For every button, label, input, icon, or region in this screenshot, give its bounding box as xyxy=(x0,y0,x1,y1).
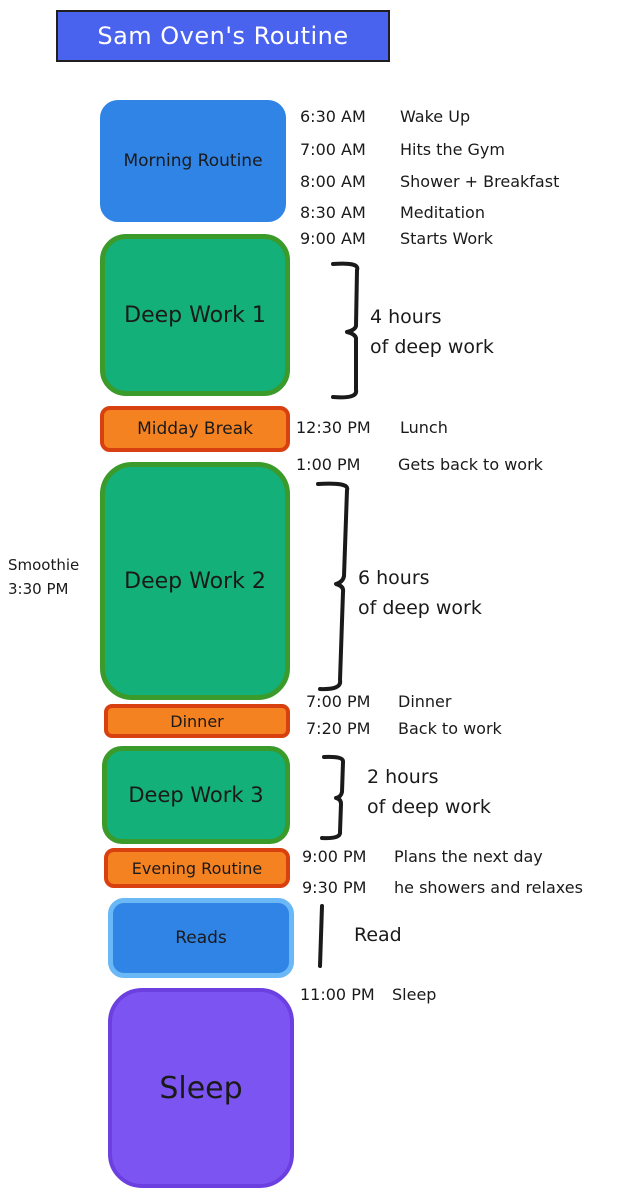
sleep-label: Sleep xyxy=(159,1070,243,1106)
schedule-time: 7:00 PM xyxy=(306,692,371,711)
schedule-time: 8:30 AM xyxy=(300,203,366,222)
dinner-block: Dinner xyxy=(104,704,290,738)
schedule-activity: Gets back to work xyxy=(398,455,543,474)
schedule-activity: Sleep xyxy=(392,985,437,1004)
note-line: of deep work xyxy=(370,336,494,358)
deep-work-2-block: Deep Work 2 xyxy=(100,462,290,700)
schedule-time: 8:00 AM xyxy=(300,172,366,191)
deep-work-3-block: Deep Work 3 xyxy=(102,746,290,844)
schedule-activity: Lunch xyxy=(400,418,448,437)
deep-work-1-label: Deep Work 1 xyxy=(124,302,266,328)
sleep-block: Sleep xyxy=(108,988,294,1188)
bracket-deep-work-2 xyxy=(316,481,350,692)
schedule-activity: Plans the next day xyxy=(394,847,543,866)
schedule-activity: Starts Work xyxy=(400,229,494,248)
schedule-activity: Meditation xyxy=(400,203,485,222)
schedule-activity: Dinner xyxy=(398,692,452,711)
bracket-deep-work-3 xyxy=(320,754,345,841)
schedule-time: 9:00 PM xyxy=(302,847,367,866)
schedule-time: 1:00 PM xyxy=(296,455,361,474)
morning-routine-block: Morning Routine xyxy=(100,100,286,222)
deep-work-2-label: Deep Work 2 xyxy=(124,568,266,594)
dinner-label: Dinner xyxy=(170,711,224,731)
schedule-activity: Back to work xyxy=(398,719,502,738)
bracket-deep-work-1 xyxy=(331,261,360,400)
deep-work-2-note: 6 hours of deep work xyxy=(358,563,482,623)
midday-break-block: Midday Break xyxy=(100,406,290,452)
schedule-activity: he showers and relaxes xyxy=(394,878,583,897)
schedule-time: 12:30 PM xyxy=(296,418,371,437)
deep-work-3-label: Deep Work 3 xyxy=(128,783,264,807)
reads-block: Reads xyxy=(108,898,294,978)
reads-label: Reads xyxy=(175,928,227,948)
schedule-activity: Wake Up xyxy=(400,107,471,126)
bracket-read xyxy=(318,904,324,968)
schedule-activity: Shower + Breakfast xyxy=(400,172,560,191)
page-title: Sam Oven's Routine xyxy=(56,10,390,62)
side-note-line: Smoothie xyxy=(8,556,80,574)
schedule-time: 7:00 AM xyxy=(300,140,366,159)
morning-routine-label: Morning Routine xyxy=(123,151,263,171)
deep-work-3-note: 2 hours of deep work xyxy=(367,762,491,822)
schedule-activity: Hits the Gym xyxy=(400,140,505,159)
note-line: 4 hours xyxy=(370,306,442,328)
schedule-time: 9:30 PM xyxy=(302,878,367,897)
side-note-line: 3:30 PM xyxy=(8,580,69,598)
evening-routine-label: Evening Routine xyxy=(131,858,263,878)
note-line: 6 hours xyxy=(358,567,430,589)
read-note: Read xyxy=(354,924,402,946)
schedule-time: 6:30 AM xyxy=(300,107,366,126)
deep-work-1-block: Deep Work 1 xyxy=(100,234,290,396)
schedule-time: 11:00 PM xyxy=(300,985,375,1004)
note-line: of deep work xyxy=(358,597,482,619)
deep-work-1-note: 4 hours of deep work xyxy=(370,302,494,362)
note-line: of deep work xyxy=(367,796,491,818)
note-line: 2 hours xyxy=(367,766,439,788)
midday-break-label: Midday Break xyxy=(137,419,253,439)
smoothie-note: Smoothie 3:30 PM xyxy=(8,553,79,601)
schedule-time: 9:00 AM xyxy=(300,229,366,248)
schedule-time: 7:20 PM xyxy=(306,719,371,738)
evening-routine-block: Evening Routine xyxy=(104,848,290,888)
